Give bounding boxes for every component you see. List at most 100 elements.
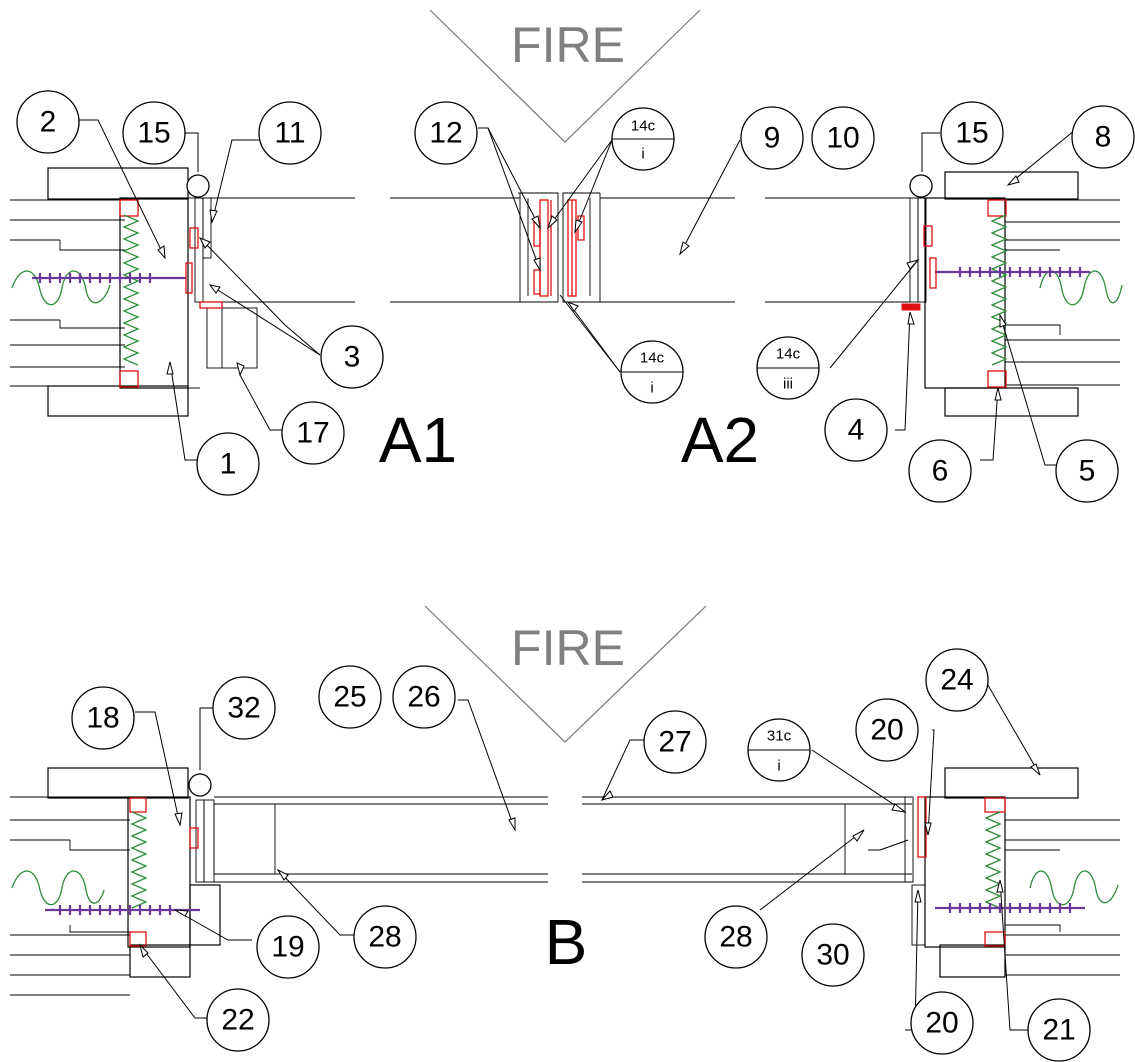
callout-2: 2 bbox=[16, 90, 80, 154]
svg-text:24: 24 bbox=[940, 664, 973, 697]
callout-1: 1 bbox=[196, 432, 260, 496]
section-label-a2: A2 bbox=[681, 404, 759, 476]
svg-text:28: 28 bbox=[368, 921, 401, 954]
fire-indicator-bottom: FIRE bbox=[424, 605, 707, 743]
callout-10: 10 bbox=[811, 106, 875, 170]
svg-text:14c: 14c bbox=[776, 346, 801, 363]
door-frame bbox=[127, 796, 191, 948]
architrave-top bbox=[47, 167, 189, 200]
insulation-loops bbox=[11, 270, 111, 306]
svg-text:20: 20 bbox=[925, 1007, 958, 1040]
arrowheads bbox=[139, 175, 1041, 958]
callout-18: 18 bbox=[71, 686, 135, 750]
svg-text:8: 8 bbox=[1095, 121, 1112, 154]
svg-text:9: 9 bbox=[764, 122, 781, 155]
callout-24: 24 bbox=[925, 648, 989, 712]
callout-30: 30 bbox=[801, 923, 865, 987]
svg-text:15: 15 bbox=[137, 117, 170, 150]
callout-15: 15 bbox=[940, 101, 1004, 165]
callout-6: 6 bbox=[908, 439, 972, 503]
insulation-vertical bbox=[122, 214, 140, 366]
split-callouts: 14c i 14c i 14c iii 31c i bbox=[611, 107, 820, 782]
door-frame bbox=[924, 796, 1006, 948]
door-frame bbox=[924, 197, 1006, 389]
callout-28: 28 bbox=[704, 905, 768, 969]
svg-text:6: 6 bbox=[932, 455, 949, 488]
svg-text:17: 17 bbox=[296, 417, 329, 450]
callout-9: 9 bbox=[740, 106, 804, 170]
intumescent-strip bbox=[119, 199, 139, 217]
callout-12: 12 bbox=[414, 101, 478, 165]
section-label-b: B bbox=[545, 906, 588, 978]
callout-20: 20 bbox=[855, 698, 919, 762]
svg-text:i: i bbox=[777, 758, 780, 775]
wall-lines bbox=[765, 197, 1120, 386]
architrave-bottom bbox=[939, 944, 1006, 978]
svg-text:3: 3 bbox=[344, 341, 361, 374]
leader-lines bbox=[78, 119, 1076, 1031]
callout-15: 15 bbox=[122, 101, 186, 165]
fire-label-top: FIRE bbox=[511, 17, 625, 73]
svg-text:12: 12 bbox=[429, 117, 462, 150]
hinge-pin bbox=[186, 174, 210, 198]
architrave-bottom bbox=[47, 385, 189, 417]
intumescent-strip bbox=[539, 199, 549, 297]
callout-20: 20 bbox=[910, 991, 974, 1055]
svg-text:iii: iii bbox=[783, 376, 793, 393]
svg-text:i: i bbox=[641, 146, 644, 163]
svg-text:27: 27 bbox=[658, 726, 691, 759]
callout-22: 22 bbox=[206, 988, 270, 1052]
callout-28: 28 bbox=[353, 905, 417, 969]
callout-27: 27 bbox=[643, 710, 707, 774]
hinge-pin bbox=[909, 174, 933, 198]
callout-25: 25 bbox=[318, 665, 382, 729]
door-leaf-b bbox=[195, 796, 548, 883]
callout-31c: 31c i bbox=[747, 718, 811, 782]
wall-lines bbox=[10, 796, 130, 996]
intumescent-strip bbox=[119, 370, 139, 388]
callout-17: 17 bbox=[281, 401, 345, 465]
callout-3: 3 bbox=[320, 325, 384, 389]
section-label-a1: A1 bbox=[379, 404, 457, 476]
svg-text:26: 26 bbox=[407, 681, 440, 714]
callout-19: 19 bbox=[256, 915, 320, 979]
svg-text:1: 1 bbox=[220, 448, 237, 481]
svg-text:19: 19 bbox=[271, 931, 304, 964]
callout-14c-right: 14c iii bbox=[756, 336, 820, 400]
callout-21: 21 bbox=[1027, 998, 1091, 1062]
svg-text:5: 5 bbox=[1079, 455, 1096, 488]
section-b-right-detail bbox=[582, 767, 1120, 978]
svg-text:10: 10 bbox=[826, 122, 859, 155]
svg-text:14c: 14c bbox=[640, 350, 665, 367]
callout-4: 4 bbox=[824, 398, 888, 462]
section-b-left-detail bbox=[10, 767, 548, 996]
section-a2-meeting-stiles bbox=[390, 192, 735, 303]
callout-32: 32 bbox=[212, 676, 276, 740]
callout-bubbles: 2 15 11 3 17 1 12 9 10 15 8 4 6 5 18 32 … bbox=[16, 90, 1135, 1062]
callout-26: 26 bbox=[392, 665, 456, 729]
callout-5: 5 bbox=[1055, 439, 1119, 503]
wall-lines bbox=[10, 199, 125, 387]
fire-indicator-top: FIRE bbox=[429, 9, 701, 143]
svg-text:28: 28 bbox=[719, 921, 752, 954]
svg-text:30: 30 bbox=[816, 939, 849, 972]
architrave-top bbox=[944, 171, 1079, 200]
callout-11: 11 bbox=[258, 101, 322, 165]
svg-text:14c: 14c bbox=[631, 118, 656, 135]
svg-text:32: 32 bbox=[227, 692, 260, 725]
svg-text:15: 15 bbox=[955, 117, 988, 150]
svg-text:22: 22 bbox=[221, 1004, 254, 1037]
callout-14c-top: 14c i bbox=[611, 107, 675, 171]
svg-text:21: 21 bbox=[1042, 1014, 1075, 1047]
architrave-bottom bbox=[944, 387, 1079, 417]
svg-text:11: 11 bbox=[274, 117, 305, 150]
door-frame bbox=[119, 197, 189, 389]
svg-text:18: 18 bbox=[86, 702, 119, 735]
section-a1-detail bbox=[10, 167, 355, 417]
architrave-top bbox=[47, 767, 189, 799]
svg-text:20: 20 bbox=[870, 714, 903, 747]
architrave-top bbox=[944, 767, 1079, 799]
svg-text:i: i bbox=[650, 380, 653, 397]
section-a2-right-detail bbox=[765, 171, 1123, 417]
